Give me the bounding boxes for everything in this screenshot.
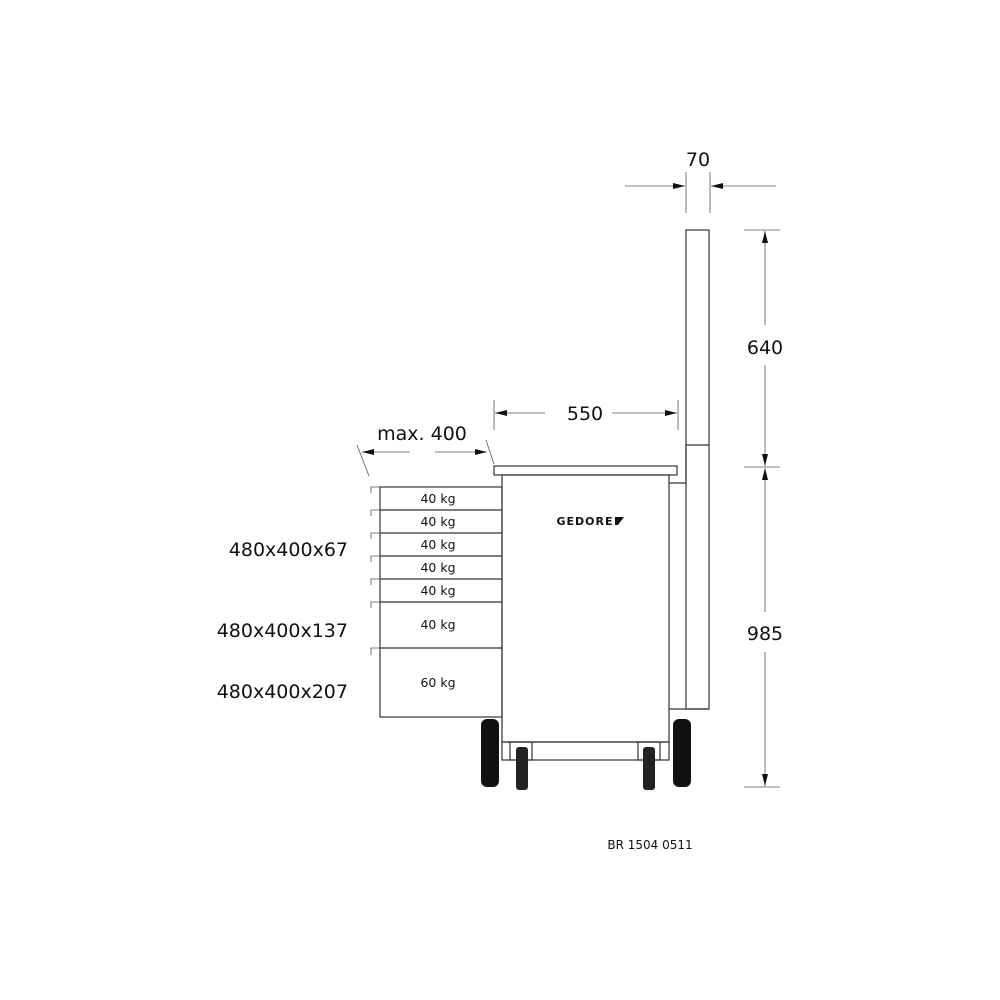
gedore-logo: GEDORE (556, 515, 613, 528)
dimension-640-label: 640 (747, 337, 783, 359)
dimension-max-400: max. 400 (356, 423, 495, 477)
caster-front (516, 747, 528, 790)
worktop (493, 465, 678, 476)
dimension-985-label: 985 (747, 623, 783, 645)
drawer-load-2: 40 kg (420, 514, 455, 529)
dimension-max-400-label: max. 400 (377, 423, 467, 445)
drawer-load-1: 40 kg (420, 491, 455, 506)
drawer-load-4: 40 kg (420, 560, 455, 575)
drawer-load-7: 60 kg (420, 675, 455, 690)
base-frame (501, 741, 670, 761)
dimension-640: 640 (744, 229, 783, 468)
dimension-70: 70 (625, 149, 776, 213)
wheels (481, 719, 691, 790)
dimension-550: 550 (493, 400, 679, 430)
wheel-front-large (481, 719, 499, 787)
drawer-load-5: 40 kg (420, 583, 455, 598)
drawer-load-6: 40 kg (420, 617, 455, 632)
dimension-550-label: 550 (567, 403, 603, 425)
drawer-size-137: 480x400x137 (217, 620, 348, 642)
dimension-985: 985 (744, 468, 783, 788)
drawer-size-207: 480x400x207 (217, 681, 348, 703)
wheel-rear-large (673, 719, 691, 787)
reference-code: BR 1504 0511 (607, 838, 692, 852)
back-panel (669, 229, 710, 710)
caster-rear (643, 747, 655, 790)
drawer-load-3: 40 kg (420, 537, 455, 552)
drawers: 40 kg 40 kg 40 kg 40 kg 40 kg 40 kg 60 k… (370, 486, 503, 718)
drawer-size-67: 480x400x67 (229, 539, 348, 561)
dimension-70-label: 70 (686, 149, 710, 171)
gedore-logo-mark (615, 517, 624, 525)
